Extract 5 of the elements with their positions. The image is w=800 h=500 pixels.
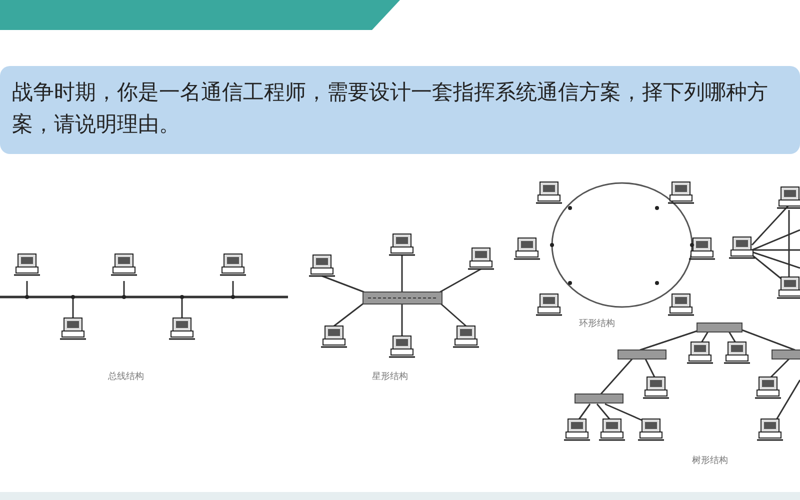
question-text: 战争时期，你是一名通信工程师，需要设计一套指挥系统通信方案，择下列哪种方案，请说明理由。: [0, 66, 800, 154]
diagram-caption: 环形结构: [579, 318, 615, 330]
diagram-caption: 总线结构: [108, 370, 144, 383]
diagram-caption: 树形结构: [692, 454, 728, 467]
diagram-caption: 星形结构: [372, 370, 408, 383]
